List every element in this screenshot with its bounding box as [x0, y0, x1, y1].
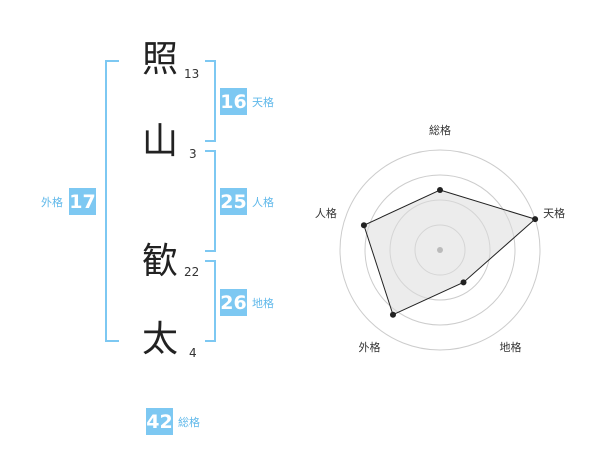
radar-point-4 [389, 311, 396, 318]
chikaku-label: 地格 [252, 296, 274, 310]
stroke-count-2: 3 [189, 147, 197, 161]
name-char-2: 山 [142, 121, 179, 162]
chikaku-value: 26 [220, 289, 247, 316]
gaikaku-bracket [105, 60, 119, 342]
jinkaku-bracket [205, 150, 216, 252]
radar-axis-label-4: 外格 [358, 340, 380, 354]
chikaku-badge: 26 地格 [220, 289, 274, 316]
radar-ring-4 [339, 149, 541, 351]
radar-point-5 [360, 222, 367, 229]
radar-point-1 [437, 187, 443, 193]
radar-point-2 [532, 216, 539, 223]
radar-axis-label-2: 天格 [543, 206, 565, 220]
soukaku-value: 42 [146, 408, 173, 435]
soukaku-label: 総格 [178, 415, 200, 429]
radar-axis-label-3: 地格 [500, 340, 522, 354]
gaikaku-label: 外格 [41, 195, 63, 209]
name-char-4: 太 [142, 319, 179, 360]
radar-axis-label-5: 人格 [315, 206, 337, 220]
radar-axis-label-1: 総格 [429, 123, 451, 137]
gaikaku-value: 17 [69, 188, 96, 215]
stroke-count-1: 13 [184, 67, 200, 81]
radar-area [363, 189, 537, 316]
name-char-3: 歓 [142, 241, 179, 282]
radar-point-3 [460, 279, 467, 286]
stroke-count-4: 4 [189, 346, 197, 360]
name-char-1: 照 [142, 39, 179, 80]
tenkaku-label: 天格 [252, 95, 274, 109]
jinkaku-value: 25 [220, 188, 247, 215]
soukaku-badge: 42 総格 [146, 408, 200, 435]
tenkaku-bracket [205, 60, 216, 142]
tenkaku-badge: 16 天格 [220, 88, 274, 115]
stroke-count-3: 22 [184, 265, 200, 279]
tenkaku-value: 16 [220, 88, 247, 115]
radar-center-dot [437, 247, 443, 253]
chikaku-bracket [205, 260, 216, 342]
jinkaku-label: 人格 [252, 195, 274, 209]
jinkaku-badge: 25 人格 [220, 188, 274, 215]
gaikaku-badge: 外格 17 [41, 188, 96, 215]
radar-ring-3 [364, 174, 516, 326]
